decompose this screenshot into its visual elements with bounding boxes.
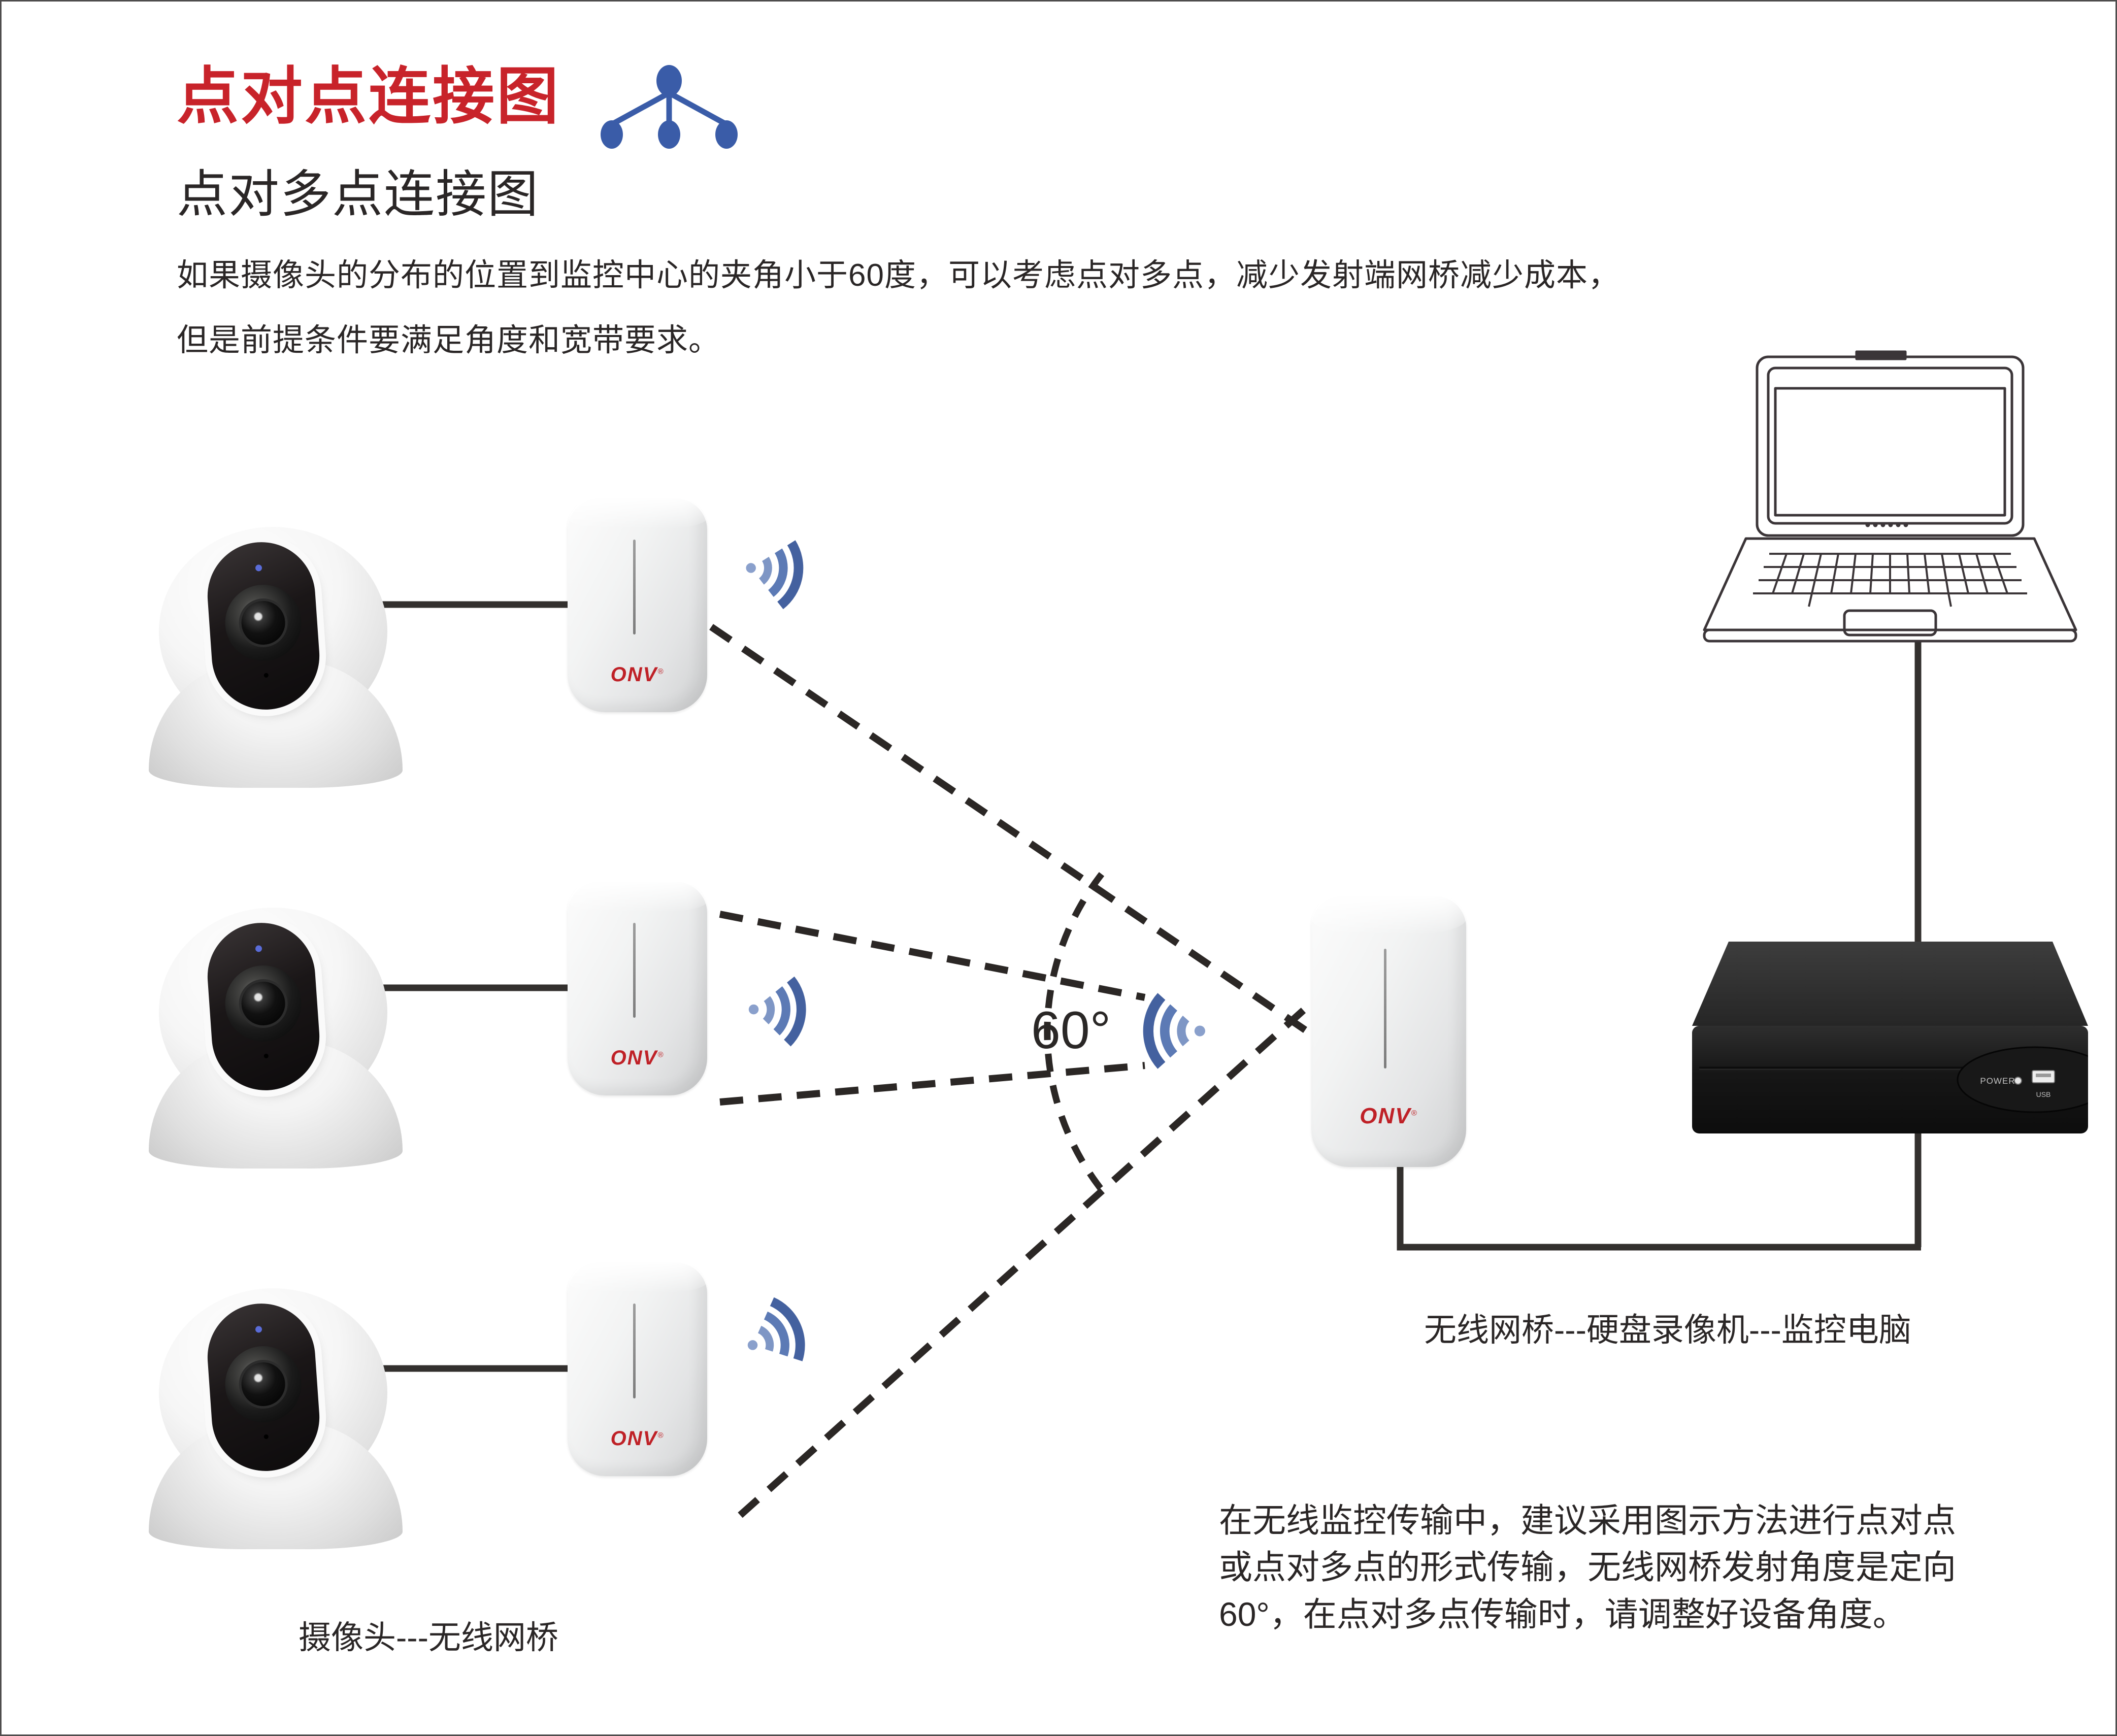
intro-line-2: 但是前提条件要满足角度和宽带要求。 xyxy=(177,322,721,358)
wireless-bridge-tx-3: ONV® xyxy=(568,1260,707,1476)
note-line-1: 在无线监控传输中，建议采用图示方法进行点对点 xyxy=(1219,1501,1956,1539)
bridge-brand-logo: ONV® xyxy=(568,663,707,686)
laptop-screen xyxy=(1774,387,2006,517)
camera-lens-inner xyxy=(237,1358,289,1411)
network-topology-icon xyxy=(601,65,738,149)
laptop xyxy=(1703,350,2077,643)
bridge-brand-logo: ONV® xyxy=(568,1427,707,1450)
page-subtitle: 点对多点连接图 xyxy=(177,166,539,223)
camera-lens xyxy=(222,962,304,1045)
camera-lens-inner xyxy=(237,977,289,1030)
laptop-hinge-cap xyxy=(1855,350,1907,360)
signal-cone xyxy=(709,624,1332,1518)
bridge-brand-logo: ONV® xyxy=(1311,1104,1466,1129)
camera-face xyxy=(204,1300,323,1475)
camera-led xyxy=(255,945,262,952)
brand-text: ONV xyxy=(610,1427,658,1450)
angle-arc xyxy=(1044,872,1105,1192)
bridge-led-slit xyxy=(1384,948,1387,1069)
camera-face xyxy=(204,539,323,713)
laptop-keyboard xyxy=(1753,553,2027,607)
brand-mark: ® xyxy=(657,1050,665,1059)
bridge-led-slit xyxy=(633,1304,636,1398)
note-line-3: 60°，在点对多点传输时，请调整好设备角度。 xyxy=(1219,1595,1906,1633)
nvr-top-face xyxy=(1692,942,2088,1026)
camera-lens xyxy=(222,1343,304,1425)
camera-lens xyxy=(222,582,304,664)
page-title: 点对点连接图 xyxy=(177,62,560,131)
wire-bridge-nvr xyxy=(1397,1159,1921,1251)
lens-glint xyxy=(254,993,263,1002)
brand-mark: ® xyxy=(657,1431,665,1440)
camera-face xyxy=(204,919,323,1094)
ip-camera-1 xyxy=(144,527,408,788)
wireless-bridge-tx-2: ONV® xyxy=(568,880,707,1095)
lens-glint xyxy=(254,1374,263,1383)
nvr-power-led xyxy=(2014,1077,2022,1085)
laptop-bezel xyxy=(1767,366,2013,525)
bridge-led-slit xyxy=(633,923,636,1018)
wireless-bridge-tx-1: ONV® xyxy=(568,496,707,712)
brand-mark: ® xyxy=(1411,1109,1418,1118)
note-line-2: 或点对多点的形式传输，无线网桥发射角度是定向 xyxy=(1219,1548,1956,1586)
bridge-brand-logo: ONV® xyxy=(568,1047,707,1070)
caption-camera-bridge: 摄像头---无线网桥 xyxy=(299,1619,558,1656)
ip-camera-2 xyxy=(144,908,408,1169)
brand-text: ONV xyxy=(610,1047,658,1069)
beam-angle-label: 60° xyxy=(1031,1001,1111,1060)
camera-mic-hole xyxy=(263,1053,269,1059)
note-paragraph: 在无线监控传输中，建议采用图示方法进行点对点 或点对多点的形式传输，无线网桥发射… xyxy=(1219,1497,1956,1638)
nvr-usb-pin xyxy=(2036,1074,2051,1077)
wifi-signal-icon-rx xyxy=(1141,987,1207,1075)
laptop-speaker-dots xyxy=(1865,522,1908,527)
intro-line-1: 如果摄像头的分布的位置到监控中心的夹角小于60度，可以考虑点对多点，减少发射端网… xyxy=(177,258,1620,293)
caption-bridge-nvr-pc: 无线网桥---硬盘录像机---监控电脑 xyxy=(1424,1312,1911,1348)
camera-lens-inner xyxy=(237,596,289,649)
camera-mic-hole xyxy=(263,1434,269,1440)
camera-led xyxy=(255,1325,262,1333)
brand-mark: ® xyxy=(657,667,665,676)
nvr-usb-label: USB xyxy=(2036,1090,2051,1098)
intro-paragraph: 如果摄像头的分布的位置到监控中心的夹角小于60度，可以考虑点对多点，减少发射端网… xyxy=(177,243,1620,373)
lens-glint xyxy=(254,612,263,621)
cone-top-edge xyxy=(709,624,1331,1049)
ip-camera-3 xyxy=(144,1288,408,1550)
brand-text: ONV xyxy=(1360,1103,1411,1128)
cone-mid-upper xyxy=(719,911,1146,1001)
cone-bottom-edge xyxy=(738,984,1332,1518)
wireless-bridge-rx: ONV® xyxy=(1311,894,1466,1167)
bridge-led-slit xyxy=(633,540,636,635)
laptop-touchpad xyxy=(1843,609,1937,637)
cone-mid-lower xyxy=(719,1062,1145,1106)
camera-led xyxy=(255,564,262,572)
ethernet-wires xyxy=(266,601,1922,1372)
nvr-power-label: POWER xyxy=(1980,1076,2015,1086)
nvr: POWER USB xyxy=(1692,942,2088,1133)
wifi-signal-icon-tx2 xyxy=(745,971,810,1051)
brand-text: ONV xyxy=(610,663,658,686)
camera-mic-hole xyxy=(263,673,269,678)
